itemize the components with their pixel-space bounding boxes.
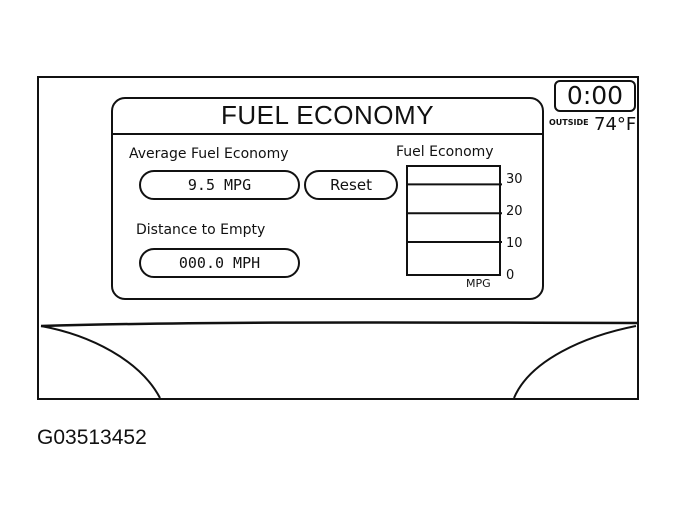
gauge-tick-label: 20 [506, 204, 523, 219]
reset-button-label: Reset [330, 176, 372, 194]
outside-temperature: 74°F [594, 114, 637, 135]
gauge-bars [407, 183, 502, 243]
figure-id: G03513452 [37, 426, 147, 449]
average-economy-field: 9.5 MPG [139, 170, 300, 200]
gauge-unit: MPG [466, 277, 491, 290]
fuel-economy-panel [111, 97, 544, 300]
average-economy-value: 9.5 MPG [187, 176, 252, 194]
dashboard-right-curve [513, 325, 637, 399]
distance-to-empty-value: 000.0 MPH [178, 254, 261, 272]
reset-button[interactable]: Reset [304, 170, 398, 200]
display-screen [37, 76, 639, 400]
gauge-tick-label: 0 [506, 268, 514, 283]
panel-title-divider [113, 133, 542, 135]
dashboard-top-curve [40, 321, 639, 328]
average-economy-label: Average Fuel Economy [129, 146, 289, 162]
clock-time: 0:00 [566, 81, 624, 110]
panel-title: FUEL ECONOMY [220, 100, 435, 130]
gauge-tick-label: 10 [506, 236, 523, 251]
gauge-box [406, 165, 501, 276]
distance-to-empty-label: Distance to Empty [136, 222, 266, 238]
gauge-ticks: 30 20 10 0 [506, 172, 523, 283]
clock-display: 0:00 [554, 80, 636, 112]
gauge-tick-label: 30 [506, 172, 523, 187]
dashboard-left-curve [40, 325, 161, 399]
distance-to-empty-field: 000.0 MPH [139, 248, 300, 278]
gauge-title: Fuel Economy [396, 144, 494, 160]
outside-label: OUTSIDE [549, 118, 589, 127]
